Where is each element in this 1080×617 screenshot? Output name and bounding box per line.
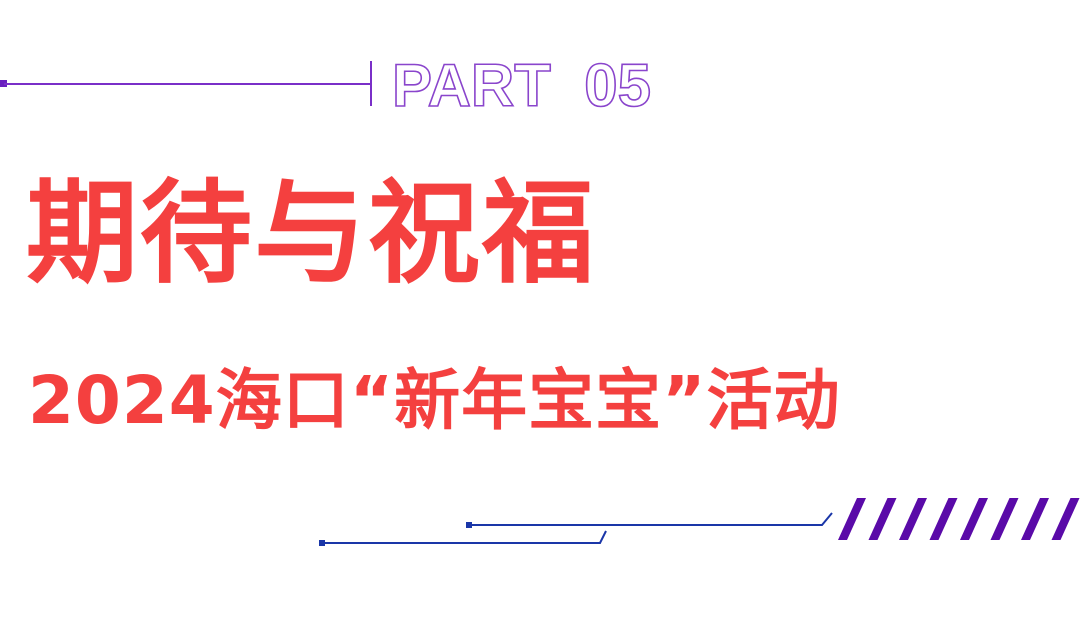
stripe xyxy=(960,498,988,540)
blue-line-1 xyxy=(470,512,833,526)
main-title: 期待与祝福 xyxy=(26,169,596,299)
part-label: PART 05 xyxy=(392,52,651,119)
stripe xyxy=(899,498,927,540)
blue-line-1-endpoint xyxy=(466,522,472,528)
stripe xyxy=(929,498,958,540)
subtitle: 2024海口“新年宝宝”活动 xyxy=(28,362,841,439)
stripe xyxy=(838,498,866,540)
stripe xyxy=(990,498,1019,540)
blue-line-2-endpoint xyxy=(319,540,325,546)
top-line-endpoint xyxy=(0,80,7,87)
stripe-pattern xyxy=(838,498,1080,540)
stripe xyxy=(1021,498,1049,540)
stripe xyxy=(1051,498,1080,540)
blue-line-2 xyxy=(323,530,607,544)
stripe xyxy=(868,498,897,540)
